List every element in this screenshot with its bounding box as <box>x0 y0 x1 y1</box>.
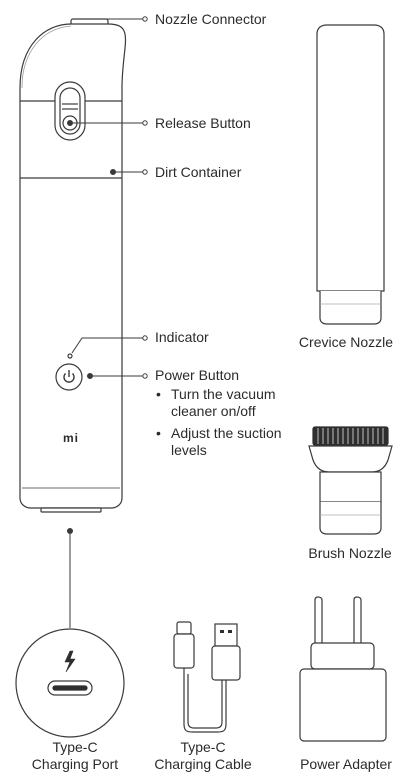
indicator-light <box>67 353 73 359</box>
nozzle-connector-label: Nozzle Connector <box>155 11 267 27</box>
charging-cable-label: Type-C Charging Cable <box>148 739 258 773</box>
dirt-container-label: Dirt Container <box>155 164 242 180</box>
charging-dock-illustration <box>15 628 125 738</box>
usb-a-plug-icon <box>214 623 238 647</box>
brand-mark: mi <box>63 431 80 445</box>
power-button-notes: Turn the vacuum cleaner on/off Adjust th… <box>155 386 311 464</box>
power-note-2: Adjust the suction levels <box>155 425 311 459</box>
power-icon <box>63 370 75 383</box>
crevice-nozzle-illustration <box>316 24 385 325</box>
charging-cable-label-line1: Type-C <box>180 739 226 755</box>
power-adapter-illustration <box>299 596 387 742</box>
crevice-nozzle-label: Crevice Nozzle <box>298 334 394 350</box>
brush-nozzle-illustration <box>308 426 393 535</box>
body-outline <box>19 23 127 509</box>
power-adapter-label: Power Adapter <box>300 756 392 772</box>
indicator-label: Indicator <box>155 329 209 345</box>
charging-cable-label-line2: Charging Cable <box>154 756 252 772</box>
release-button-label: Release Button <box>155 115 251 131</box>
charging-port-label-line2: Charging Port <box>31 756 119 772</box>
charging-cable-illustration <box>173 621 241 733</box>
charging-port-label-line1: Type-C <box>52 739 98 755</box>
charging-port-label: Type-C Charging Port <box>20 739 130 773</box>
power-note-1: Turn the vacuum cleaner on/off <box>155 386 311 420</box>
lightning-icon <box>64 650 76 673</box>
vacuum-body <box>19 18 127 513</box>
power-button-label: Power Button <box>155 367 240 383</box>
usb-c-plug-icon <box>176 621 192 635</box>
brush-nozzle-label: Brush Nozzle <box>308 545 392 561</box>
charging-contacts <box>40 507 102 513</box>
callout-leaders <box>67 16 148 628</box>
